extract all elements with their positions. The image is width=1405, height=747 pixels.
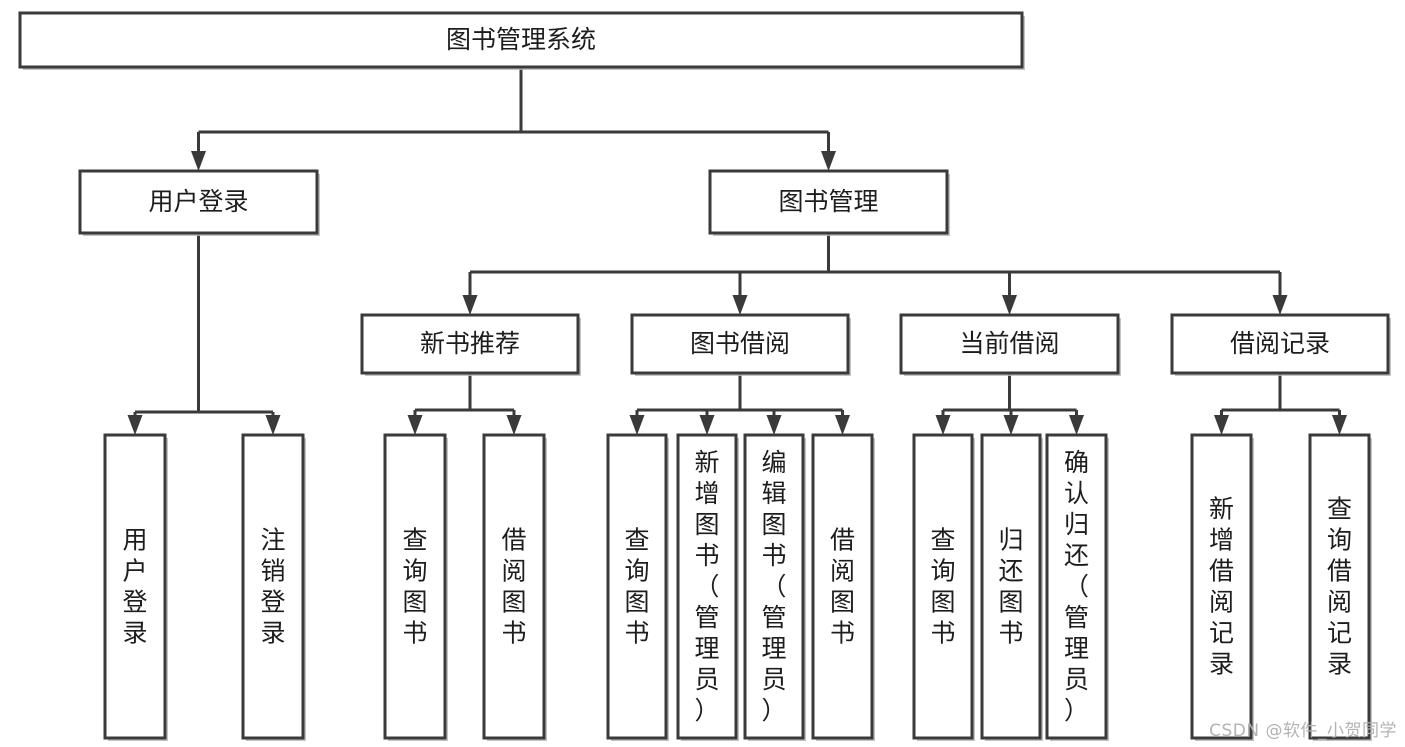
arrow-head-icon [462, 295, 478, 315]
arrow-head-icon [1069, 415, 1084, 435]
node-user-login[interactable]: 用户登录 [78, 169, 320, 236]
nodes-layer: 图书管理系统用户登录图书管理新书推荐图书借阅当前借阅借阅记录用户登录注销登录查询… [18, 11, 1391, 741]
node-label: 确认归还（管理员） [1064, 448, 1089, 725]
watermark-text: CSDN @软件_小贺同学 [1209, 721, 1397, 741]
node-box[interactable] [980, 433, 1042, 740]
node-box[interactable] [1308, 433, 1371, 740]
node-label: 当前借阅 [959, 329, 1059, 358]
node-leaf-return-book[interactable]: 归还图书 [980, 433, 1043, 741]
arrow-head-icon [835, 415, 850, 435]
node-leaf-add-book[interactable]: 新增图书（管理员） [676, 433, 739, 741]
node-leaf-confirm-return[interactable]: 确认归还（管理员） [1045, 433, 1109, 741]
node-label: 新书推荐 [420, 329, 520, 358]
node-box[interactable] [383, 433, 447, 740]
arrow-head-icon [407, 415, 423, 435]
node-leaf-borrow-book[interactable]: 借阅图书 [811, 433, 875, 741]
node-label: 查询图书 [402, 526, 427, 648]
node-box[interactable] [241, 433, 305, 740]
node-box[interactable] [103, 433, 167, 740]
node-box[interactable] [360, 313, 580, 375]
arrow-head-icon [1002, 295, 1017, 315]
node-box[interactable] [1045, 433, 1108, 740]
node-leaf-user-logout[interactable]: 注销登录 [241, 433, 306, 741]
arrow-head-icon [935, 415, 951, 435]
connector-group-book-borrow [629, 373, 850, 435]
node-leaf-query-book-rec[interactable]: 查询图书 [383, 433, 448, 741]
node-leaf-edit-book[interactable]: 编辑图书（管理员） [743, 433, 806, 741]
connector-group-user-login [127, 233, 281, 435]
node-box[interactable] [18, 11, 1024, 69]
arrow-head-icon [766, 415, 782, 435]
arrow-head-icon [1272, 295, 1288, 315]
arrow-head-icon [191, 151, 206, 171]
node-box[interactable] [899, 313, 1120, 375]
arrow-head-icon [1214, 415, 1229, 435]
node-box[interactable] [743, 433, 805, 740]
node-label: 图书管理系统 [446, 25, 596, 54]
node-current-borrow[interactable]: 当前借阅 [899, 313, 1121, 376]
node-borrow-record[interactable]: 借阅记录 [1170, 313, 1391, 376]
arrow-head-icon [629, 415, 645, 435]
node-leaf-borrow-book-rec[interactable]: 借阅图书 [482, 433, 547, 741]
node-label: 借阅记录 [1230, 329, 1330, 358]
node-label: 注销登录 [260, 526, 285, 648]
connector-group-current-borrow [935, 373, 1084, 435]
node-label: 归还图书 [998, 526, 1023, 648]
node-label: 编辑图书（管理员） [761, 448, 786, 725]
arrow-head-icon [699, 415, 715, 435]
node-leaf-query-book-borrow[interactable]: 查询图书 [606, 433, 669, 741]
arrow-head-icon [732, 295, 748, 315]
arrow-head-icon [1003, 415, 1019, 435]
node-label: 查询图书 [930, 526, 955, 648]
node-book-borrow[interactable]: 图书借阅 [630, 313, 851, 376]
arrow-head-icon [127, 415, 143, 435]
node-label: 新增图书（管理员） [694, 448, 719, 725]
node-label: 用户登录 [148, 187, 248, 216]
node-box[interactable] [630, 313, 850, 375]
arrow-head-icon [821, 151, 836, 171]
arrow-head-icon [506, 415, 522, 435]
node-label: 查询借阅记录 [1327, 495, 1352, 679]
node-label: 查询图书 [624, 526, 649, 648]
node-box[interactable] [482, 433, 546, 740]
node-leaf-user-login[interactable]: 用户登录 [103, 433, 168, 741]
node-label: 图书管理 [778, 187, 878, 216]
node-box[interactable] [1170, 313, 1390, 375]
connector-group-book-manage [462, 233, 1288, 315]
node-box[interactable] [606, 433, 668, 740]
node-label: 用户登录 [122, 526, 147, 648]
node-box[interactable] [912, 433, 974, 740]
connectors-layer [127, 67, 1347, 435]
node-leaf-query-book-cur[interactable]: 查询图书 [912, 433, 975, 741]
node-box[interactable] [78, 169, 319, 235]
node-leaf-query-record[interactable]: 查询借阅记录 [1308, 433, 1372, 741]
node-root[interactable]: 图书管理系统 [18, 11, 1025, 70]
node-label: 图书借阅 [690, 329, 790, 358]
connector-group-root [191, 67, 836, 171]
node-box[interactable] [676, 433, 738, 740]
node-label: 借阅图书 [501, 526, 526, 648]
connector-group-new-book-rec [407, 373, 522, 435]
node-new-book-rec[interactable]: 新书推荐 [360, 313, 581, 376]
node-label: 新增借阅记录 [1209, 495, 1234, 679]
connector-group-borrow-record [1214, 373, 1347, 435]
node-box[interactable] [708, 169, 949, 235]
arrow-head-icon [1332, 415, 1347, 435]
node-box[interactable] [1190, 433, 1253, 740]
node-book-manage[interactable]: 图书管理 [708, 169, 950, 236]
arrow-head-icon [265, 415, 281, 435]
node-label: 借阅图书 [830, 526, 855, 648]
node-box[interactable] [811, 433, 874, 740]
node-leaf-add-record[interactable]: 新增借阅记录 [1190, 433, 1254, 741]
